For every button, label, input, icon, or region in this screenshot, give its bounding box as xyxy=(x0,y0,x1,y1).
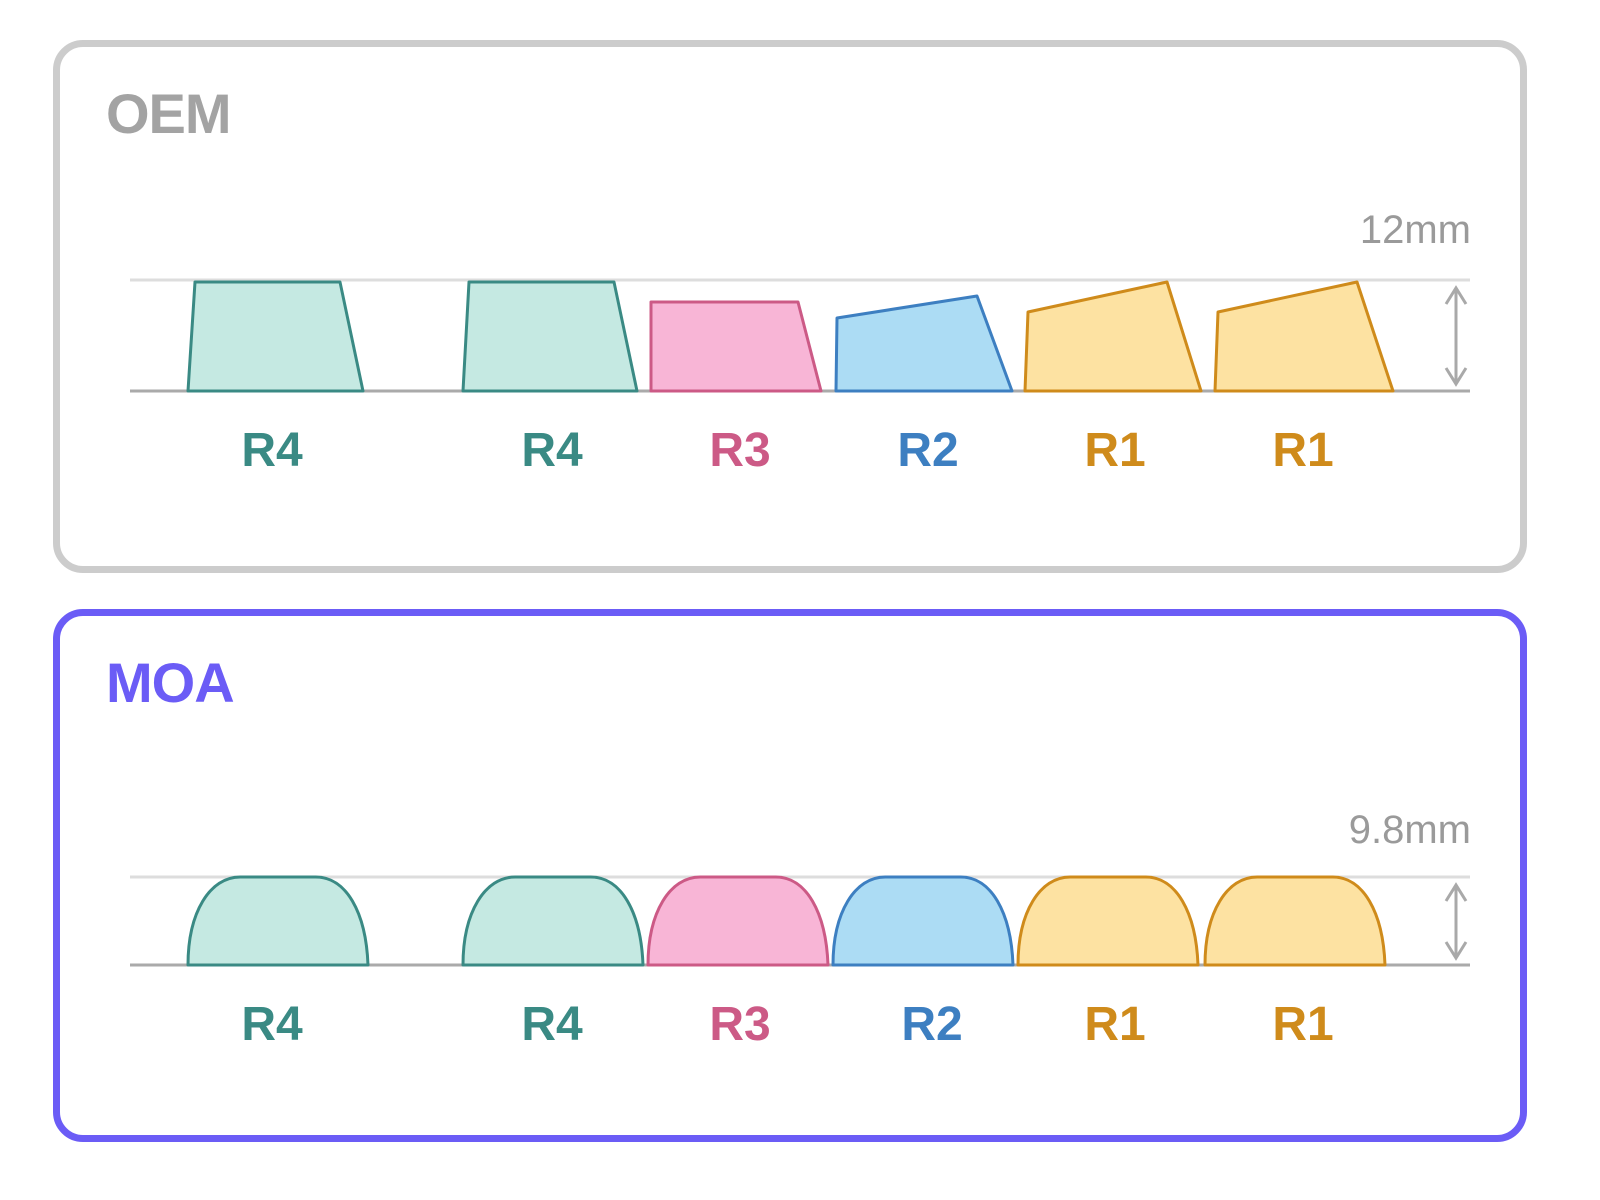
oem-profile-panel: OEM xyxy=(53,40,1527,573)
moa-title: MOA xyxy=(106,651,235,714)
oem-title: OEM xyxy=(106,82,232,145)
moa-profile-panel: MOA xyxy=(53,609,1527,1142)
